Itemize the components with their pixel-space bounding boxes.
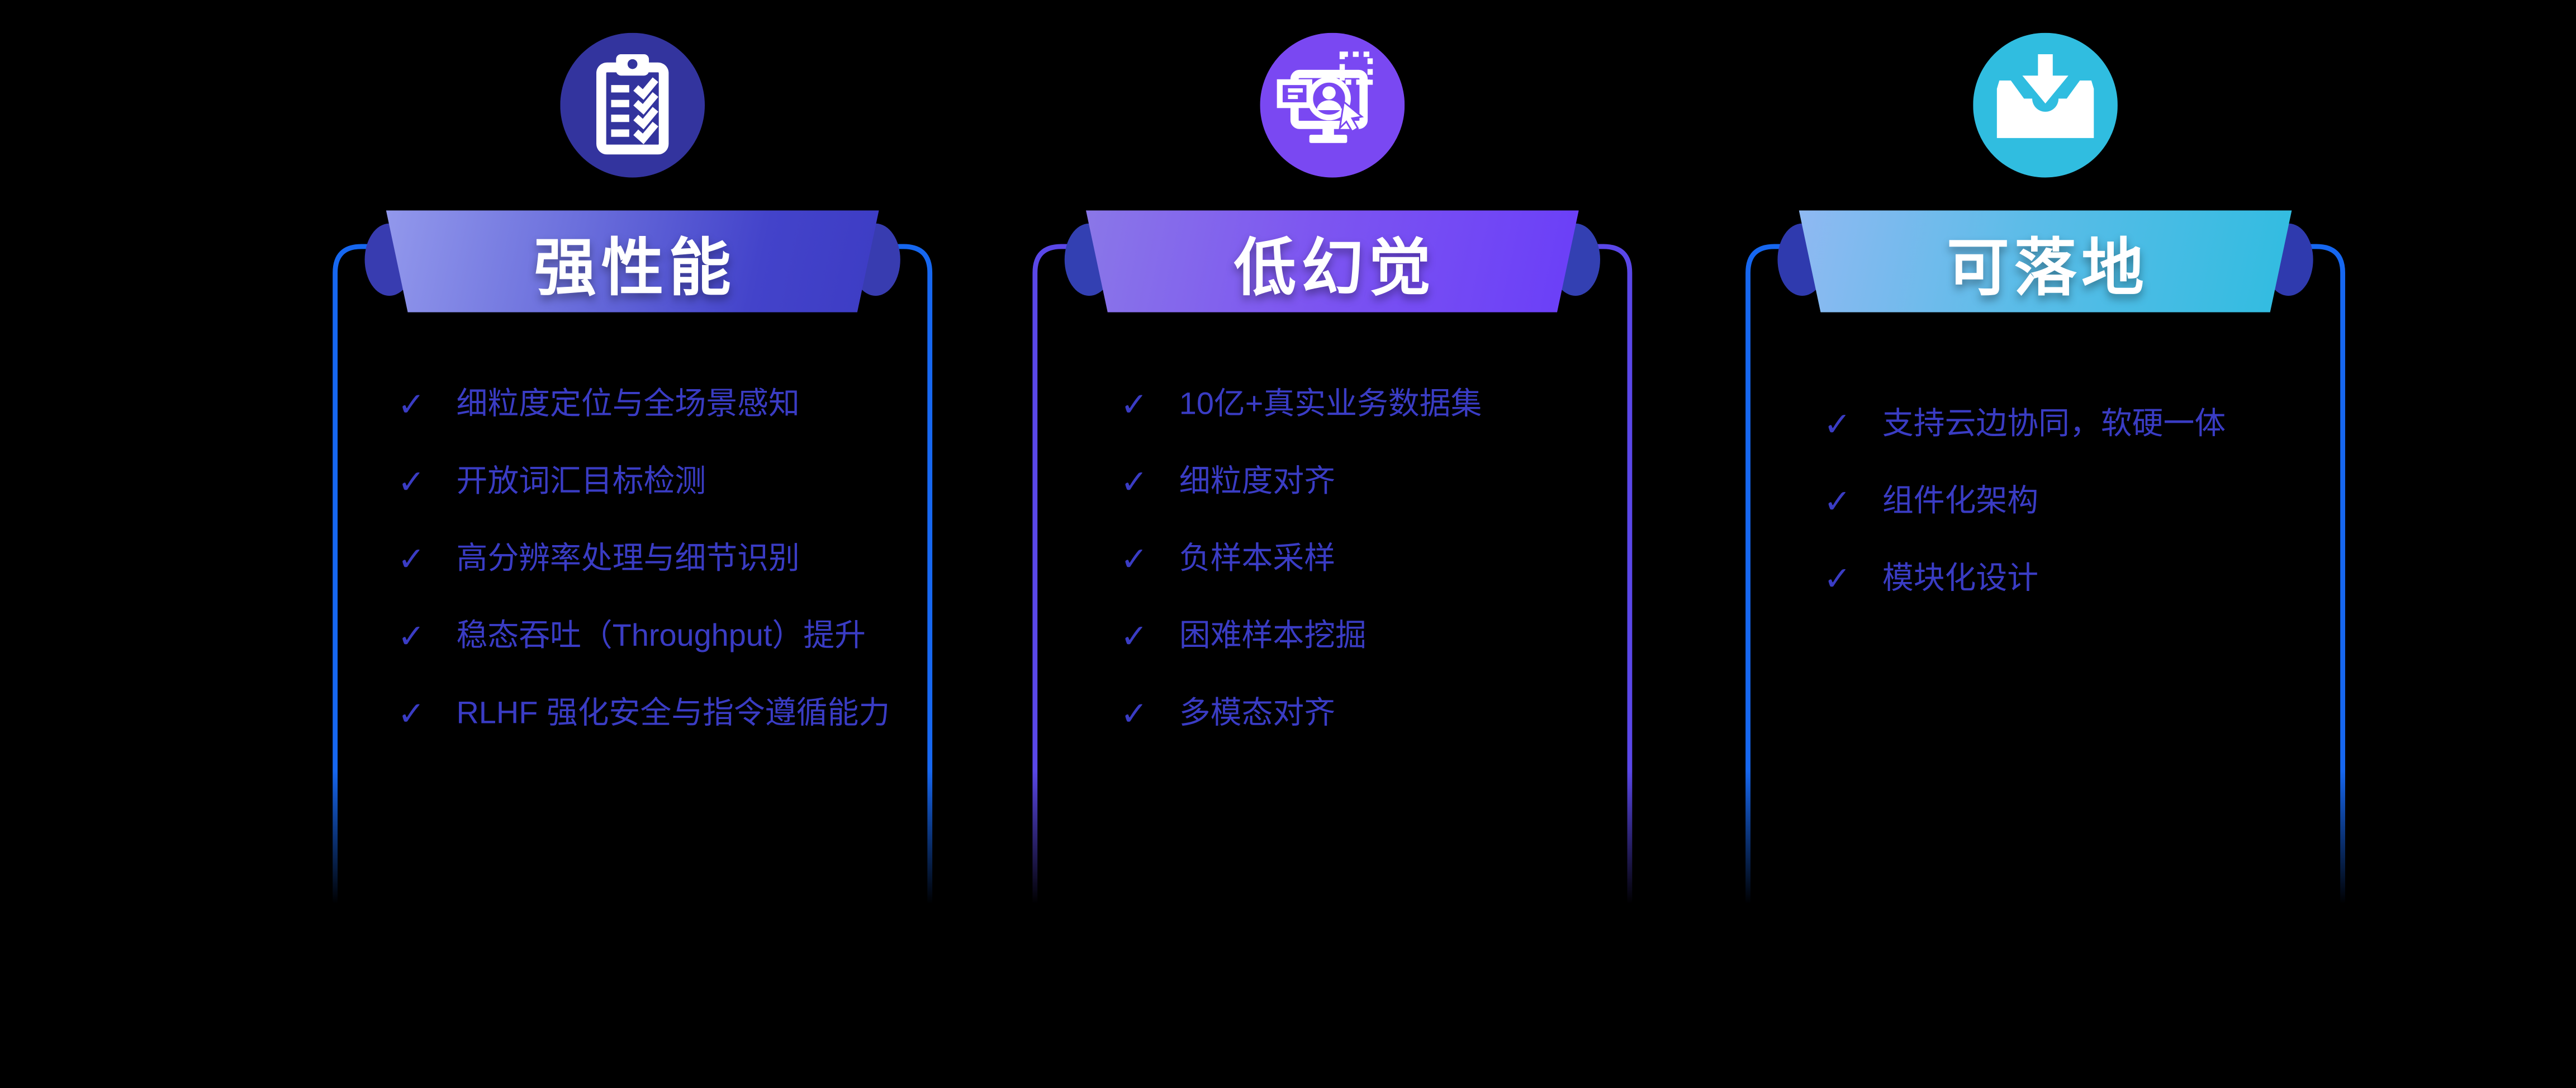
card-title: 可落地 <box>1947 234 2149 304</box>
check-icon: ✓ <box>397 697 425 733</box>
list-item-text: 10亿+真实业务数据集 <box>1179 387 1482 423</box>
feature-list: ✓ 细粒度定位与全场景感知 ✓ 开放词汇目标检测 ✓ 高分辨率处理与细节识别 ✓ 稳态吞… <box>397 385 920 771</box>
check-icon: ✓ <box>1120 619 1148 656</box>
check-icon: ✓ <box>397 387 425 424</box>
list-item: ✓ 稳态吞吐（Throughput）提升 <box>397 616 920 659</box>
banner-strong-performance: 强性能 <box>364 210 900 313</box>
check-icon: ✓ <box>1120 697 1148 733</box>
banner-face: 低幻觉 <box>1085 210 1579 313</box>
list-item-text: 稳态吞吐（Throughput）提升 <box>456 619 866 654</box>
monitor-annotation-icon <box>1260 32 1405 178</box>
list-item: ✓ 开放词汇目标检测 <box>397 462 920 504</box>
banner-deployable: 可落地 <box>1777 210 2313 313</box>
card-title: 低幻觉 <box>1234 234 1436 304</box>
list-item-text: 多模态对齐 <box>1179 697 1336 732</box>
banner-face: 强性能 <box>386 210 879 313</box>
list-item: ✓ 组件化架构 <box>1824 481 2333 524</box>
check-icon: ✓ <box>1823 562 1852 598</box>
list-item: ✓ 10亿+真实业务数据集 <box>1121 385 1620 427</box>
list-item-text: 模块化设计 <box>1882 562 2039 597</box>
card-title: 强性能 <box>534 234 736 304</box>
inbox-download-icon <box>1973 32 2118 178</box>
card-low-hallucination: 低幻觉 ✓ 10亿+真实业务数据集 ✓ 细粒度对齐 ✓ 负样本采样 ✓ 困难样本挖掘 ✓… <box>1032 32 1633 986</box>
card-deployable: 可落地 ✓ 支持云边协同，软硬一体 ✓ 组件化架构 ✓ 模块化设计 <box>1745 32 2346 986</box>
card-strong-performance: 强性能 ✓ 细粒度定位与全场景感知 ✓ 开放词汇目标检测 ✓ 高分辨率处理与细节识别 … <box>332 32 933 986</box>
banner-low-hallucination: 低幻觉 <box>1064 210 1600 313</box>
check-icon: ✓ <box>397 542 425 579</box>
list-item: ✓ 负样本采样 <box>1121 539 1620 581</box>
list-item-text: 组件化架构 <box>1882 485 2039 519</box>
check-icon: ✓ <box>1823 485 1852 521</box>
list-item-text: RLHF 强化安全与指令遵循能力 <box>456 697 890 732</box>
feature-list: ✓ 支持云边协同，软硬一体 ✓ 组件化架构 ✓ 模块化设计 <box>1824 404 2333 636</box>
check-icon: ✓ <box>1120 465 1148 502</box>
list-item: ✓ 高分辨率处理与细节识别 <box>397 539 920 581</box>
list-item: ✓ 细粒度对齐 <box>1121 462 1620 504</box>
list-item: ✓ 多模态对齐 <box>1121 693 1620 736</box>
feature-list: ✓ 10亿+真实业务数据集 ✓ 细粒度对齐 ✓ 负样本采样 ✓ 困难样本挖掘 ✓ 多模态对… <box>1121 385 1620 771</box>
list-item-text: 支持云边协同，软硬一体 <box>1882 407 2226 442</box>
list-item-text: 负样本采样 <box>1179 542 1336 577</box>
banner-face: 可落地 <box>1799 210 2292 313</box>
list-item-text: 细粒度定位与全场景感知 <box>456 387 800 423</box>
clipboard-checklist-icon <box>560 32 705 178</box>
list-item-text: 困难样本挖掘 <box>1179 619 1367 654</box>
check-icon: ✓ <box>397 619 425 656</box>
list-item: ✓ 困难样本挖掘 <box>1121 616 1620 659</box>
check-icon: ✓ <box>1120 387 1148 424</box>
list-item: ✓ 细粒度定位与全场景感知 <box>397 385 920 427</box>
check-icon: ✓ <box>1823 407 1852 444</box>
list-item: ✓ 模块化设计 <box>1824 559 2333 601</box>
list-item-text: 开放词汇目标检测 <box>456 465 706 500</box>
list-item-text: 高分辨率处理与细节识别 <box>456 542 800 577</box>
list-item: ✓ RLHF 强化安全与指令遵循能力 <box>397 693 920 736</box>
check-icon: ✓ <box>397 465 425 502</box>
list-item: ✓ 支持云边协同，软硬一体 <box>1824 404 2333 447</box>
list-item-text: 细粒度对齐 <box>1179 465 1336 500</box>
check-icon: ✓ <box>1120 542 1148 579</box>
